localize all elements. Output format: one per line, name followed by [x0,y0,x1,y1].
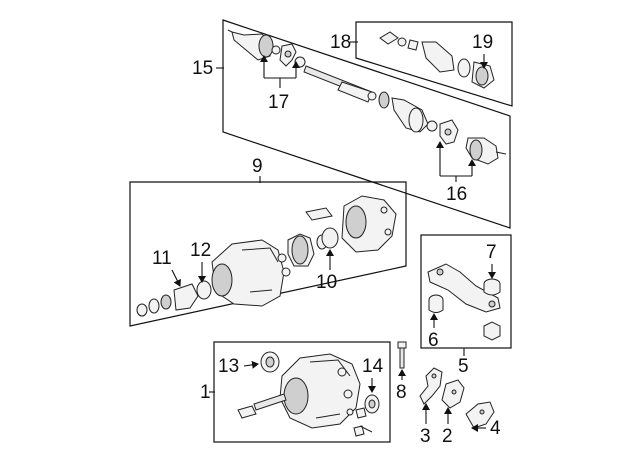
mount-bracket [427,263,501,313]
bolt-8 [397,341,407,369]
callout-8: 8 [396,382,407,403]
mount-frame [420,234,512,349]
callout-15: 15 [192,58,213,79]
callout-6: 6 [428,330,439,351]
callout-11: 11 [152,248,172,269]
callout-19: 19 [472,32,493,53]
mount-plate [305,207,333,221]
mount-nut [483,321,501,341]
mount-group: 7 6 5 [420,234,512,377]
callout-3: 3 [420,426,431,447]
pinion-gear [287,227,339,267]
differential-housing [211,239,291,307]
callout-17-leader [260,55,300,88]
rear-cover [341,195,397,253]
differential-frame [129,181,407,327]
diff-assembly-group: 1 13 1 [200,341,391,443]
differential-group: 9 [129,156,407,327]
callout-4: 4 [490,418,501,439]
callout-9: 9 [252,156,263,177]
callout-14: 14 [362,356,384,377]
callout-1: 1 [200,382,211,403]
callout-7: 7 [486,242,497,263]
callout-16-leader [436,141,476,182]
callout-16: 16 [446,184,467,205]
drive-shaft-frame [222,19,511,229]
callout-17: 17 [268,92,289,113]
seal-stack [136,280,212,317]
inner-boot [378,91,429,133]
seal-14 [364,394,380,414]
boot-kit-parts [379,31,495,89]
mount-bushing-lower [428,294,444,313]
axle-shaft [303,65,377,103]
bracket-2 [441,379,465,409]
callout-12: 12 [190,240,211,261]
boot-kit-frame [355,21,513,107]
callout-2: 2 [442,426,453,447]
callout-10: 10 [316,272,337,293]
drive-shaft-group: 15 17 18 19 16 [192,19,513,229]
callout-5: 5 [458,356,469,377]
inner-cv-joint [426,119,507,165]
mount-bushing-upper [483,278,501,296]
outer-cv-joint [227,29,274,61]
seal-13 [260,351,280,373]
diff-assembly-body [237,353,361,429]
bracket-3 [419,367,443,405]
callout-18: 18 [330,32,351,53]
callout-13: 13 [218,356,239,377]
tripod-joint-left [271,43,306,68]
assembly-bolts [346,407,373,437]
